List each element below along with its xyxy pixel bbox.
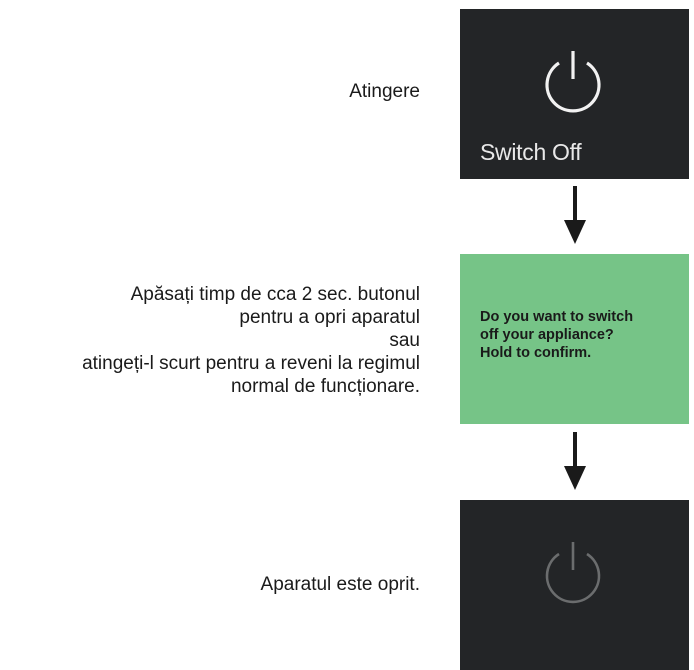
step1-instruction: Atingere — [349, 81, 420, 102]
confirm-panel[interactable]: Do you want to switch off your appliance… — [460, 254, 689, 424]
confirm-line-1: Do you want to switch — [480, 309, 634, 325]
step2-line-5: normal de funcționare. — [230, 376, 420, 397]
step2-line-1: Apăsați timp de cca 2 sec. butonul — [130, 284, 420, 305]
arrow-down-icon — [564, 432, 586, 490]
step2-line-3: sau — [389, 330, 420, 351]
confirm-line-3: Hold to confirm. — [480, 345, 592, 361]
step2-instruction: Apăsați timp de cca 2 sec. butonul pentr… — [10, 283, 420, 398]
confirm-message: Do you want to switch off your appliance… — [480, 308, 680, 362]
arrow-down-icon — [564, 186, 586, 244]
step2-line-2: pentru a opri aparatul — [239, 307, 420, 328]
step2-line-4: atingeți-l scurt pentru a reveni la regi… — [82, 353, 420, 374]
step3-instruction: Aparatul este oprit. — [260, 574, 420, 595]
switch-off-label: Switch Off — [480, 139, 582, 165]
confirm-line-2: off your appliance? — [480, 327, 614, 343]
switch-off-panel[interactable]: Switch Off — [460, 9, 689, 179]
power-icon — [545, 51, 601, 113]
power-icon — [545, 542, 601, 604]
off-panel — [460, 500, 689, 670]
